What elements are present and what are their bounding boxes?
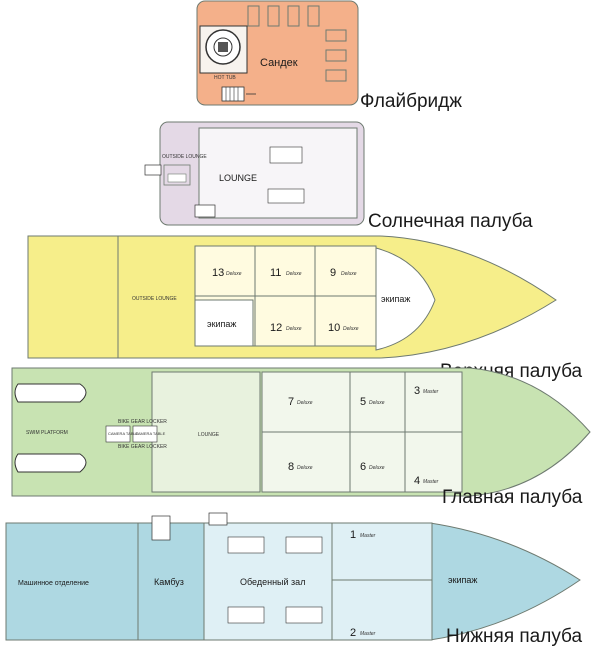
gear-locker-top-label: BIKE GEAR LOCKER	[118, 419, 167, 425]
svg-text:1: 1	[350, 529, 356, 541]
svg-text:Deluxe: Deluxe	[297, 400, 313, 406]
cabin-1: 1 Master	[350, 529, 376, 541]
svg-text:12: 12	[270, 322, 282, 334]
cabin-12: 12 Deluxe	[270, 322, 302, 334]
svg-text:Deluxe: Deluxe	[341, 271, 357, 277]
svg-text:Deluxe: Deluxe	[286, 271, 302, 277]
svg-text:4: 4	[414, 475, 420, 487]
dining-label: Обеденный зал	[240, 577, 305, 587]
cabin-5: 5 Deluxe	[360, 396, 385, 408]
cabin-7: 7 Deluxe	[288, 396, 313, 408]
svg-text:Deluxe: Deluxe	[286, 326, 302, 332]
main-deck: SWIM PLATFORM LOUNGE BIKE GEAR LOCKER BI…	[11, 367, 591, 497]
sun-deck: OUTSIDE LOUNGE LOUNGE	[144, 121, 365, 226]
upper-deck: OUTSIDE LOUNGE экипаж экипаж 13 Deluxe 1…	[27, 235, 557, 359]
svg-text:8: 8	[288, 461, 294, 473]
sundeck-label: Сандек	[260, 57, 298, 69]
lower-deck: Машинное отделение Камбуз Обеденный зал …	[5, 512, 581, 641]
sun-stairs-icon	[144, 164, 216, 218]
deck-label-lower: Нижняя палуба	[446, 626, 582, 647]
upper-crew-a-label: экипаж	[207, 319, 236, 329]
camera-table-a-label: CAMERA TABLE	[108, 431, 139, 436]
svg-text:Deluxe: Deluxe	[226, 271, 242, 277]
lower-crew-label: экипаж	[448, 575, 477, 585]
svg-text:2: 2	[350, 627, 356, 639]
cabin-9: 9 Deluxe	[330, 267, 357, 279]
svg-text:Deluxe: Deluxe	[369, 465, 385, 471]
hot-tub-label: HOT TUB	[214, 75, 236, 81]
galley-label: Камбуз	[154, 577, 184, 587]
svg-text:Deluxe: Deluxe	[343, 326, 359, 332]
sun-lounge-label: LOUNGE	[219, 173, 257, 183]
svg-text:Master: Master	[360, 631, 376, 637]
camera-table-b-label: CAMERA TABLE	[135, 431, 166, 436]
gear-locker-bottom-label: BIKE GEAR LOCKER	[118, 444, 167, 450]
svg-text:3: 3	[414, 385, 420, 397]
cabin-4: 4 Master	[414, 475, 439, 487]
svg-text:11: 11	[270, 267, 281, 279]
deck-label-main: Главная палуба	[442, 487, 583, 508]
svg-text:13: 13	[212, 267, 224, 279]
upper-outside-lounge-label: OUTSIDE LOUNGE	[132, 296, 177, 302]
main-lounge-label: LOUNGE	[198, 432, 220, 438]
cabin-11: 11 Deluxe	[270, 267, 302, 279]
cabin-3: 3 Master	[414, 385, 439, 397]
hot-tub-icon	[199, 25, 248, 74]
svg-text:Deluxe: Deluxe	[369, 400, 385, 406]
svg-text:Master: Master	[360, 533, 376, 539]
svg-text:Master: Master	[423, 479, 439, 485]
cabin-13: 13 Deluxe	[212, 267, 242, 279]
engine-room-label: Машинное отделение	[18, 580, 89, 587]
cabin-6: 6 Deluxe	[360, 461, 385, 473]
svg-text:7: 7	[288, 396, 294, 408]
lower-stairs-icon	[151, 512, 228, 541]
deck-label-flybridge: Флайбридж	[360, 91, 462, 112]
svg-text:Deluxe: Deluxe	[297, 465, 313, 471]
svg-text:6: 6	[360, 461, 366, 473]
svg-text:10: 10	[328, 322, 340, 334]
cabin-10: 10 Deluxe	[328, 322, 359, 334]
cabin-8: 8 Deluxe	[288, 461, 313, 473]
upper-crew-b-label: экипаж	[381, 294, 410, 304]
sun-outside-lounge-label: OUTSIDE LOUNGE	[162, 154, 207, 160]
deck-label-sun: Солнечная палуба	[368, 211, 533, 232]
svg-text:Master: Master	[423, 389, 439, 395]
svg-text:9: 9	[330, 267, 336, 279]
svg-text:5: 5	[360, 396, 366, 408]
flybridge-deck: HOT TUB Сандек	[196, 0, 359, 106]
stairs-icon	[221, 86, 256, 102]
swim-platform-label: SWIM PLATFORM	[26, 430, 68, 436]
cabin-2: 2 Master	[350, 627, 376, 639]
